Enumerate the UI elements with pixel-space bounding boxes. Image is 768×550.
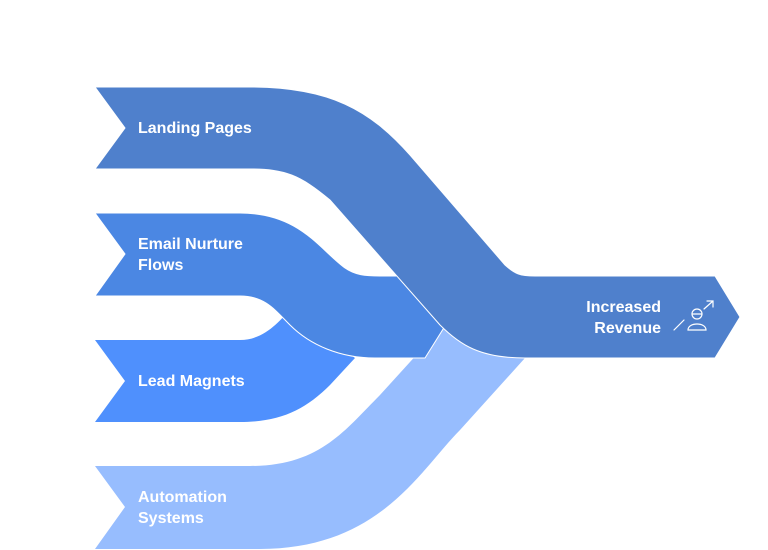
label-line: Revenue: [594, 320, 661, 337]
label-email-nurture-flows: Email Nurture Flows: [138, 234, 243, 276]
label-line: Increased: [586, 299, 661, 316]
label-line: Email Nurture: [138, 236, 243, 253]
band-automation-systems: [95, 318, 525, 549]
label-line: Lead Magnets: [138, 373, 245, 390]
label-increased-revenue: Increased Revenue: [561, 297, 661, 339]
label-landing-pages: Landing Pages: [138, 118, 252, 139]
label-line: Automation: [138, 489, 227, 506]
label-lead-magnets: Lead Magnets: [138, 371, 245, 392]
person-growth-arrow-icon: [673, 300, 714, 331]
band-lead-magnets: [95, 310, 355, 422]
label-line: Landing Pages: [138, 120, 252, 137]
label-line: Systems: [138, 510, 204, 527]
label-line: Flows: [138, 257, 184, 274]
band-landing-pages-to-output: [94, 86, 741, 359]
label-automation-systems: Automation Systems: [138, 487, 227, 529]
